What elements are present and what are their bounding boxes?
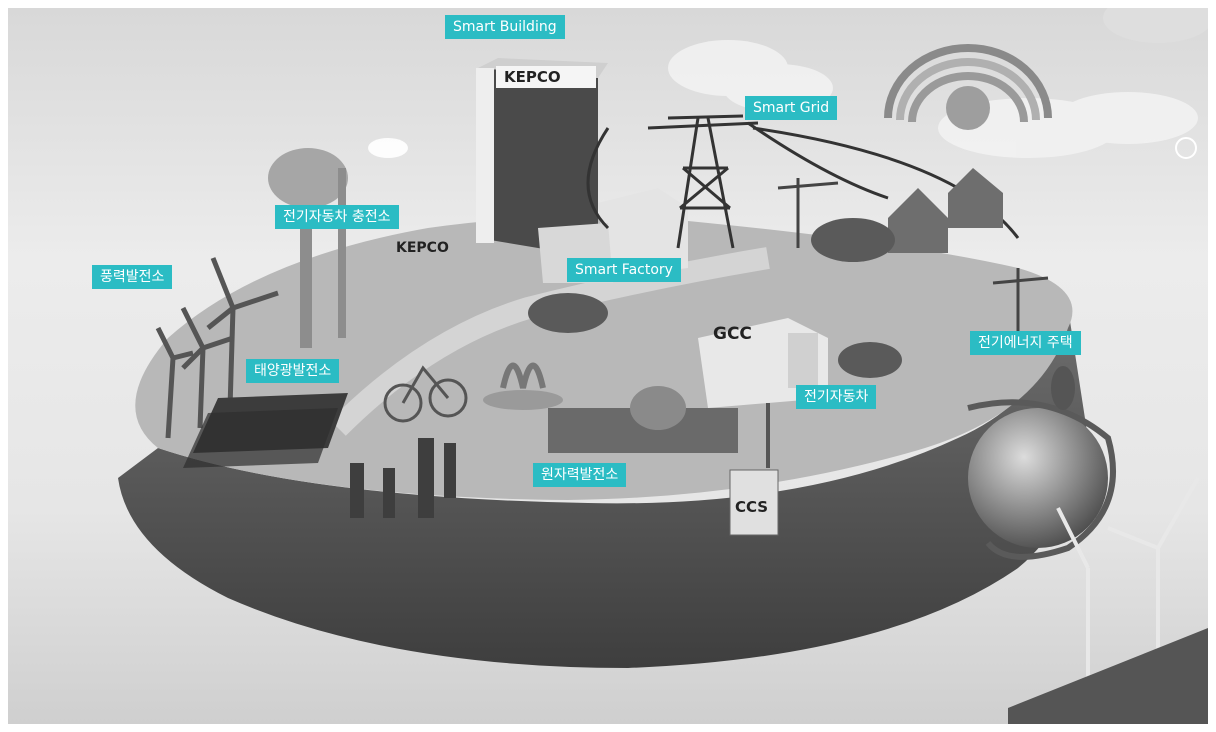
kepco-station-sign: KEPCO xyxy=(396,240,449,256)
label-smart-building: Smart Building xyxy=(445,15,565,39)
tree-left-icon xyxy=(268,148,348,348)
label-ev-charging-station: 전기자동차 충전소 xyxy=(275,205,399,229)
island-platform xyxy=(118,216,1088,668)
rainbow-icon xyxy=(884,44,1052,123)
earth-globe-icon xyxy=(967,366,1116,560)
gcc-sign: GCC xyxy=(713,324,752,344)
electric-car-icons xyxy=(528,218,902,378)
houses-icon xyxy=(888,168,1003,253)
smart-grid-illustration: KEPCO KEPCO GCC CCS Smart Building Smart… xyxy=(8,8,1208,724)
wind-turbines-icon xyxy=(155,257,279,439)
nuclear-plant-icon xyxy=(548,386,738,453)
moon-icon xyxy=(1103,8,1208,43)
label-electric-vehicle: 전기자동차 xyxy=(796,385,877,409)
solar-panels-icon xyxy=(183,393,348,468)
fountain-icon xyxy=(483,362,563,410)
bubble-icon xyxy=(1175,137,1197,159)
smart-building-icon xyxy=(476,58,608,258)
cyclist-icon xyxy=(383,365,468,423)
label-smart-factory: Smart Factory xyxy=(567,258,681,282)
label-wind-power-plant: 풍력발전소 xyxy=(92,265,173,289)
illustration-artwork xyxy=(118,8,1208,724)
ccs-sign: CCS xyxy=(735,498,769,516)
background-solar-field-icon xyxy=(1008,628,1208,724)
utility-poles-icon xyxy=(777,178,1049,338)
family-people-icon xyxy=(350,438,456,518)
ccs-storage-icon xyxy=(729,403,779,536)
gcc-plant-icon xyxy=(698,318,828,408)
label-solar-power-plant: 태양광발전소 xyxy=(246,359,340,383)
label-nuclear-power-plant: 원자력발전소 xyxy=(533,463,627,487)
smiling-sun-icon xyxy=(946,86,990,130)
label-electric-energy-home: 전기에너지 주택 xyxy=(970,331,1081,355)
label-smart-grid: Smart Grid xyxy=(745,96,838,120)
kepco-building-sign: KEPCO xyxy=(504,68,561,86)
